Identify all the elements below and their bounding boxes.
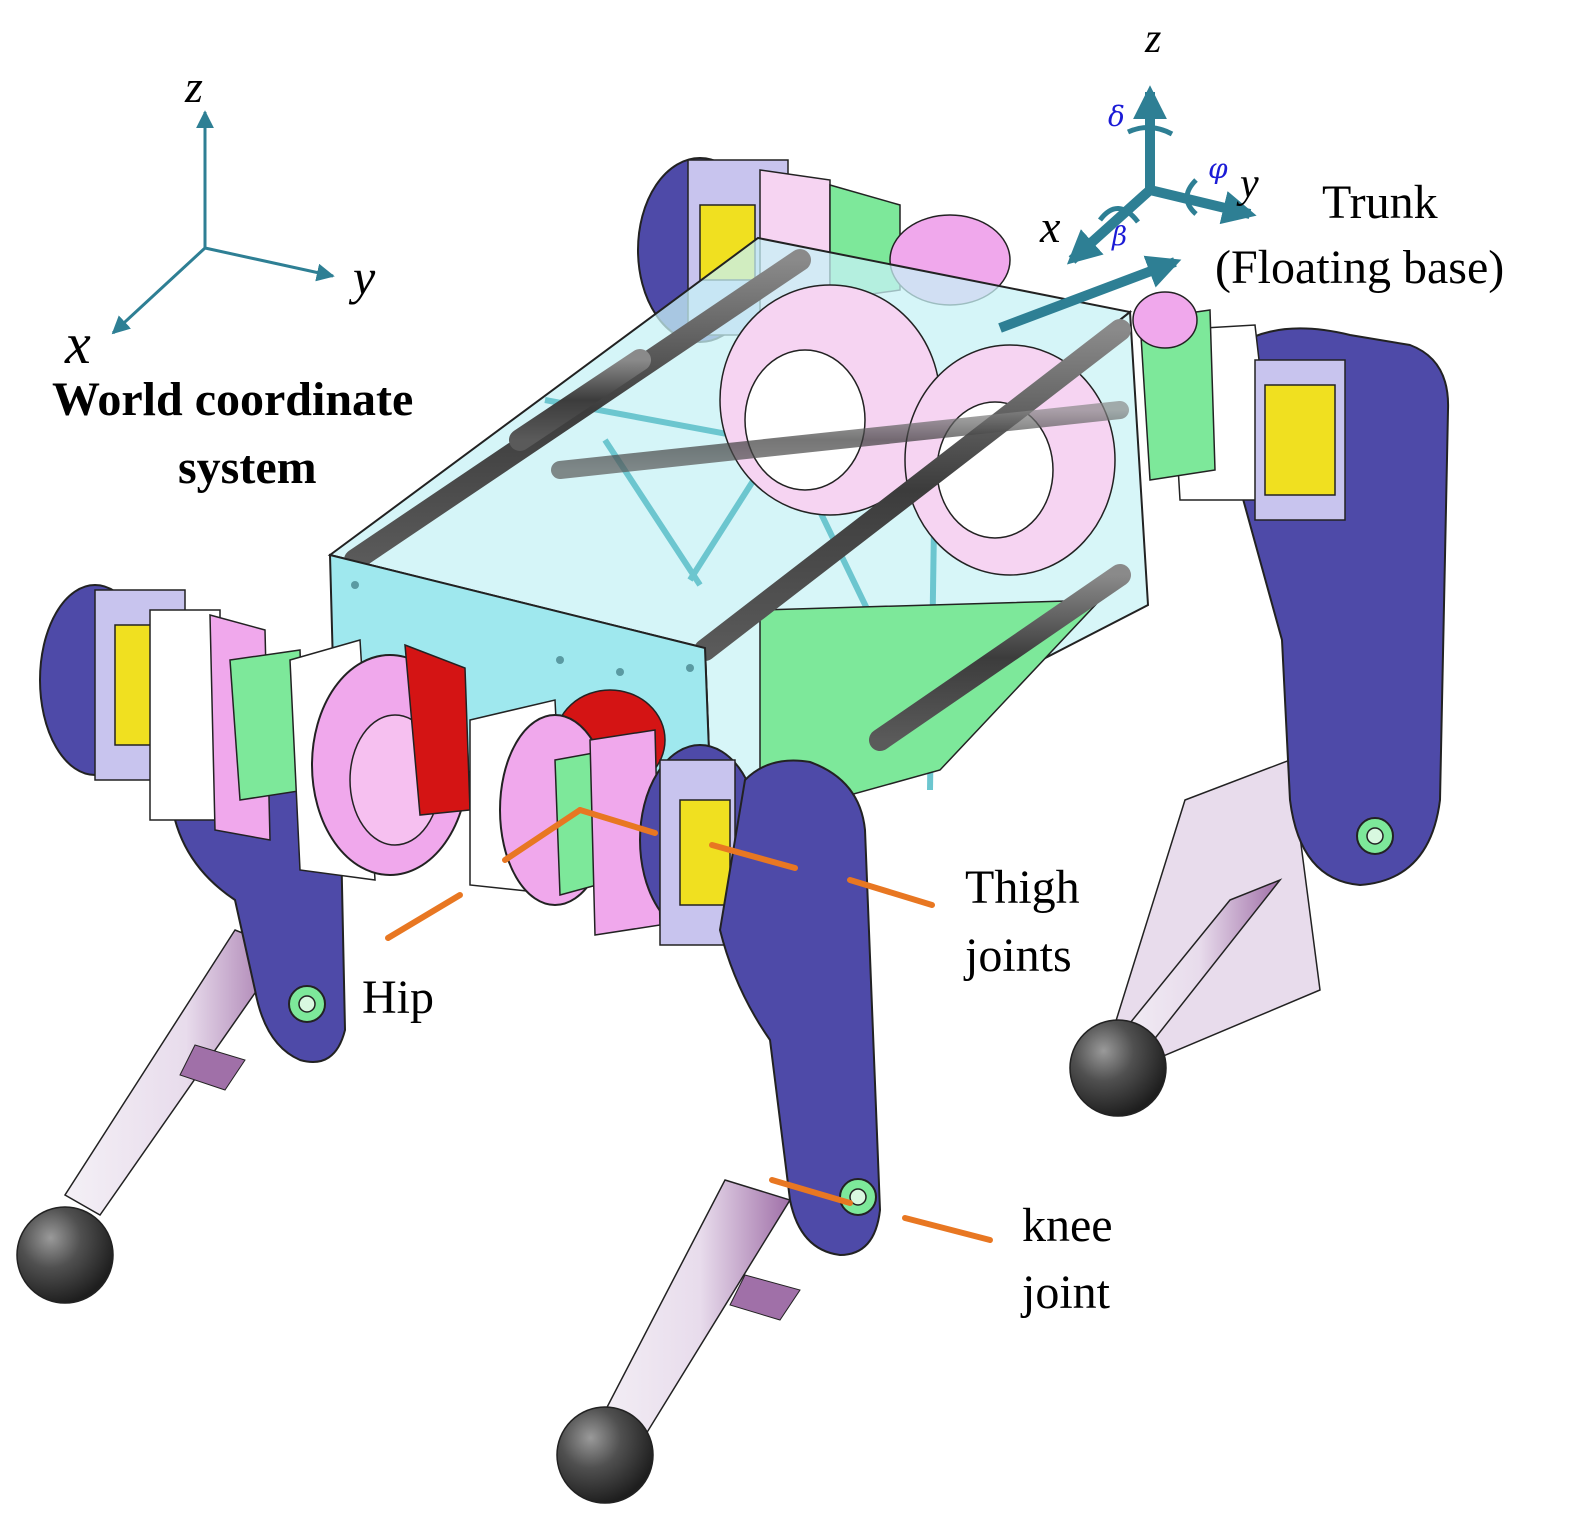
trunk-x-label: x (1040, 201, 1061, 252)
world-y-label: y (353, 249, 376, 305)
callout-knee-1 (769, 1177, 853, 1206)
trunk-frame-axes (998, 85, 1257, 333)
callout-hip (385, 892, 463, 941)
phi-rotation-arc (1184, 178, 1198, 216)
beta-rotation-arc (1098, 206, 1140, 224)
world-frame-title: World coordinate (52, 373, 414, 426)
world-y-axis (204, 246, 335, 282)
trunk-x-axis (1066, 186, 1154, 265)
world-x-axis (111, 246, 207, 335)
world-z-label: z (185, 61, 203, 112)
thigh-joints-label: Thigh (965, 861, 1080, 914)
trunk-subtitle: (Floating base) (1215, 241, 1505, 294)
trunk-z-label: z (1145, 16, 1162, 62)
thigh-joints-label-2: joints (965, 929, 1072, 982)
front-right-leg (469, 689, 882, 1504)
trunk-y-label: y (1240, 161, 1259, 207)
hip-label: Hip (362, 971, 434, 1024)
callout-lines (385, 807, 993, 1243)
delta-label: δ (1108, 100, 1125, 133)
front-left-leg (16, 584, 471, 1304)
callout-hip-thigh-link (502, 807, 583, 863)
knee-joint-label-2: joint (1022, 1266, 1111, 1319)
world-frame-axes (111, 110, 335, 335)
beta-label: β (1112, 222, 1128, 252)
callout-hip-thigh-link-2 (577, 807, 658, 836)
world-frame-title-2: system (178, 441, 317, 494)
delta-rotation-arc (1126, 125, 1174, 137)
rear-right-leg (1069, 291, 1450, 1117)
trunk-title: Trunk (1322, 176, 1438, 229)
callout-knee-2 (902, 1215, 993, 1243)
trunk-pointer-arrow (998, 255, 1182, 333)
phi-label: φ (1208, 152, 1228, 185)
trunk-y-axis (1148, 185, 1257, 225)
world-x-label: x (65, 311, 91, 376)
callout-thigh-1 (709, 842, 798, 871)
callout-thigh-2 (847, 877, 935, 908)
knee-joint-label: knee (1022, 1199, 1113, 1252)
